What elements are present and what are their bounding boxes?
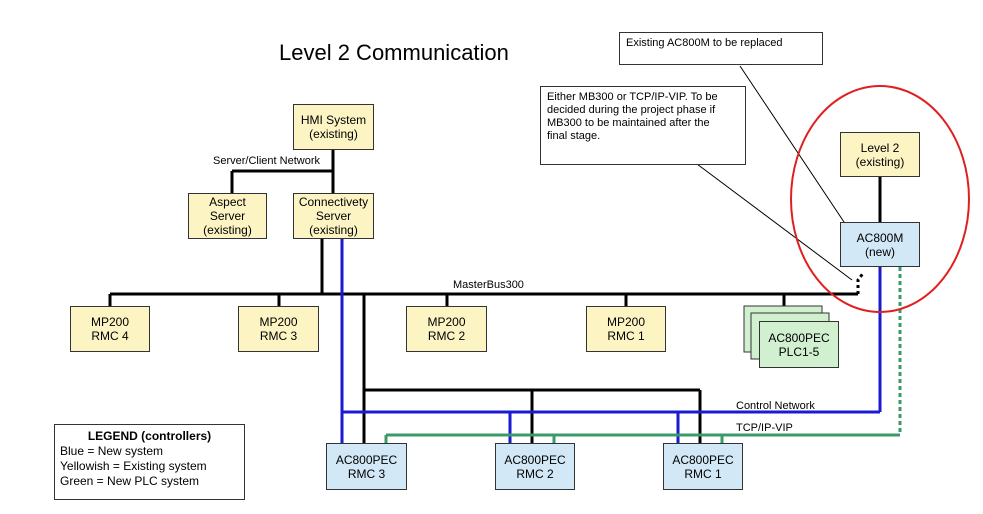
tcpip-vip-label: TCP/IP-VIP <box>736 422 793 434</box>
legend: LEGEND (controllers) Blue = New system Y… <box>54 424 245 500</box>
mp200-rmc3-box: MP200 RMC 3 <box>238 306 319 352</box>
ac800pec-rmc1-box: AC800PEC RMC 1 <box>663 443 743 490</box>
page-title: Level 2 Communication <box>279 40 509 65</box>
server-client-network-label: Server/Client Network <box>213 155 320 167</box>
mp200-rmc2-box: MP200 RMC 2 <box>406 306 487 352</box>
ac800pec-rmc3-box: AC800PEC RMC 3 <box>326 443 407 490</box>
replace-note: Existing AC800M to be replaced <box>619 32 823 65</box>
control-network-line <box>340 238 882 443</box>
tcpip-network-line <box>384 267 902 443</box>
mp200-rmc4-box: MP200 RMC 4 <box>70 306 150 352</box>
protocol-note: Either MB300 or TCP/IP-VIP. To be decide… <box>540 86 746 165</box>
level2-box: Level 2 (existing) <box>840 132 920 177</box>
ac800pec-plc-box: AC800PEC PLC1-5 <box>759 321 839 368</box>
masterbus300-label: MasterBus300 <box>453 279 524 291</box>
hmi-system-box: HMI System (existing) <box>293 104 374 150</box>
legend-title: LEGEND (controllers) <box>87 429 212 443</box>
ac800pec-rmc2-box: AC800PEC RMC 2 <box>495 443 575 490</box>
legend-item-yellow: Yellowish = Existing system <box>60 459 207 473</box>
highlight-ellipse <box>790 85 970 313</box>
ac800m-box: AC800M (new) <box>840 222 920 267</box>
mp200-rmc1-box: MP200 RMC 1 <box>586 306 666 352</box>
control-network-label: Control Network <box>736 400 815 412</box>
legend-item-blue: Blue = New system <box>60 444 164 458</box>
connectivity-server-box: Connectivety Server (existing) <box>293 193 374 239</box>
legend-item-green: Green = New PLC system <box>60 474 200 488</box>
aspect-server-box: Aspect Server (existing) <box>188 193 267 239</box>
